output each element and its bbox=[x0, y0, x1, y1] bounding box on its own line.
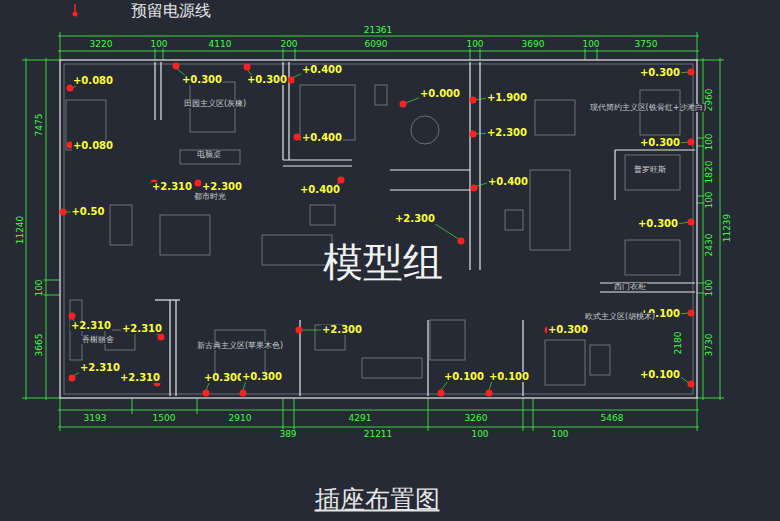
dimension-number: 3260 bbox=[464, 414, 489, 423]
dimension-number: 100 bbox=[705, 132, 714, 151]
socket-height: +0.100 bbox=[443, 372, 485, 382]
room-name: 香榭丽舍 bbox=[81, 336, 115, 344]
socket-height: +2.310 bbox=[119, 373, 161, 383]
socket-height: +0.50 bbox=[70, 207, 105, 217]
socket-height: +0.300 bbox=[637, 219, 679, 229]
room-name: 普罗旺斯 bbox=[633, 166, 667, 174]
dimension-number: 100 bbox=[705, 278, 714, 297]
dimension-number: 100 bbox=[149, 40, 168, 49]
dimension-number: 100 bbox=[470, 430, 489, 439]
legend-symbol bbox=[73, 4, 78, 17]
socket-height: +0.100 bbox=[488, 372, 530, 382]
room-name: 电脑桌 bbox=[196, 151, 222, 159]
socket-height: +2.300 bbox=[394, 214, 436, 224]
socket-height: +2.310 bbox=[79, 363, 121, 373]
dimension-number: 21211 bbox=[363, 430, 394, 439]
room-name: 西门衣柜 bbox=[613, 283, 647, 291]
dimension-number: 100 bbox=[35, 278, 44, 297]
dimension-number: 1820 bbox=[705, 160, 714, 185]
socket-height: +0.300 bbox=[639, 138, 681, 148]
dimension-number: 4291 bbox=[348, 414, 373, 423]
socket-height: +0.080 bbox=[72, 141, 114, 151]
socket-height: +0.300 bbox=[241, 372, 283, 382]
dimension-number: 4110 bbox=[208, 40, 233, 49]
dimension-number: 100 bbox=[705, 190, 714, 209]
socket-height: +0.000 bbox=[419, 89, 461, 99]
dimension-number: 2430 bbox=[705, 233, 714, 258]
dimension-number: 100 bbox=[465, 40, 484, 49]
dimension-number: 6090 bbox=[364, 40, 389, 49]
leader-lines bbox=[64, 68, 689, 390]
socket-height: +2.310 bbox=[70, 321, 112, 331]
dimension-lines bbox=[22, 32, 724, 431]
socket-height: +0.400 bbox=[299, 185, 341, 195]
room-name: 新古典主义区(苹果木色) bbox=[196, 342, 284, 350]
dimension-number: 11239 bbox=[723, 213, 732, 244]
socket-height: +0.400 bbox=[301, 65, 343, 75]
dimension-number: 3665 bbox=[35, 333, 44, 358]
socket-height: +0.400 bbox=[301, 133, 343, 143]
dimension-number: 100 bbox=[581, 40, 600, 49]
socket-height: +1.900 bbox=[486, 93, 528, 103]
dimension-number: 21361 bbox=[363, 26, 394, 35]
socket-markers bbox=[60, 63, 695, 397]
socket-height: +0.300 bbox=[181, 75, 223, 85]
socket-height: +0.100 bbox=[639, 370, 681, 380]
room-name: 田园主义区(灰橡) bbox=[183, 100, 247, 108]
socket-height: +0.300 bbox=[246, 75, 288, 85]
caption: 插座布置图 bbox=[314, 487, 441, 512]
socket-height: +2.300 bbox=[486, 128, 528, 138]
watermark: 模型组 bbox=[322, 242, 444, 282]
dimension-number: 2180 bbox=[674, 331, 683, 356]
dimension-number: 5468 bbox=[600, 414, 625, 423]
dimension-number: 100 bbox=[550, 430, 569, 439]
socket-height: +2.300 bbox=[321, 325, 363, 335]
room-name: 都市时光 bbox=[193, 193, 227, 201]
room-name: 欧式主义区(胡桃木) bbox=[584, 313, 656, 321]
dimension-number: 2910 bbox=[228, 414, 253, 423]
dimension-number: 3750 bbox=[634, 40, 659, 49]
dimension-number: 7475 bbox=[35, 113, 44, 138]
socket-height: +2.310 bbox=[121, 324, 163, 334]
dimension-number: 3220 bbox=[89, 40, 114, 49]
socket-height: +2.300 bbox=[201, 182, 243, 192]
socket-height: +0.300 bbox=[203, 373, 245, 383]
socket-height: +0.080 bbox=[72, 76, 114, 86]
dimension-number: 3690 bbox=[521, 40, 546, 49]
dimension-number: 3730 bbox=[705, 333, 714, 358]
dimension-number: 3193 bbox=[83, 414, 108, 423]
socket-height: +2.310 bbox=[151, 182, 193, 192]
room-name: 现代简约主义区(铁骨红+沙滩白) bbox=[589, 104, 708, 112]
furniture bbox=[66, 82, 680, 385]
socket-height: +0.300 bbox=[639, 68, 681, 78]
dimension-number: 200 bbox=[279, 40, 298, 49]
socket-height: +0.300 bbox=[547, 325, 589, 335]
dimension-number: 389 bbox=[278, 430, 297, 439]
legend-text: 预留电源线 bbox=[130, 3, 212, 19]
socket-height: +0.400 bbox=[487, 177, 529, 187]
dimension-number: 1500 bbox=[152, 414, 177, 423]
dimension-number: 11240 bbox=[16, 215, 25, 246]
